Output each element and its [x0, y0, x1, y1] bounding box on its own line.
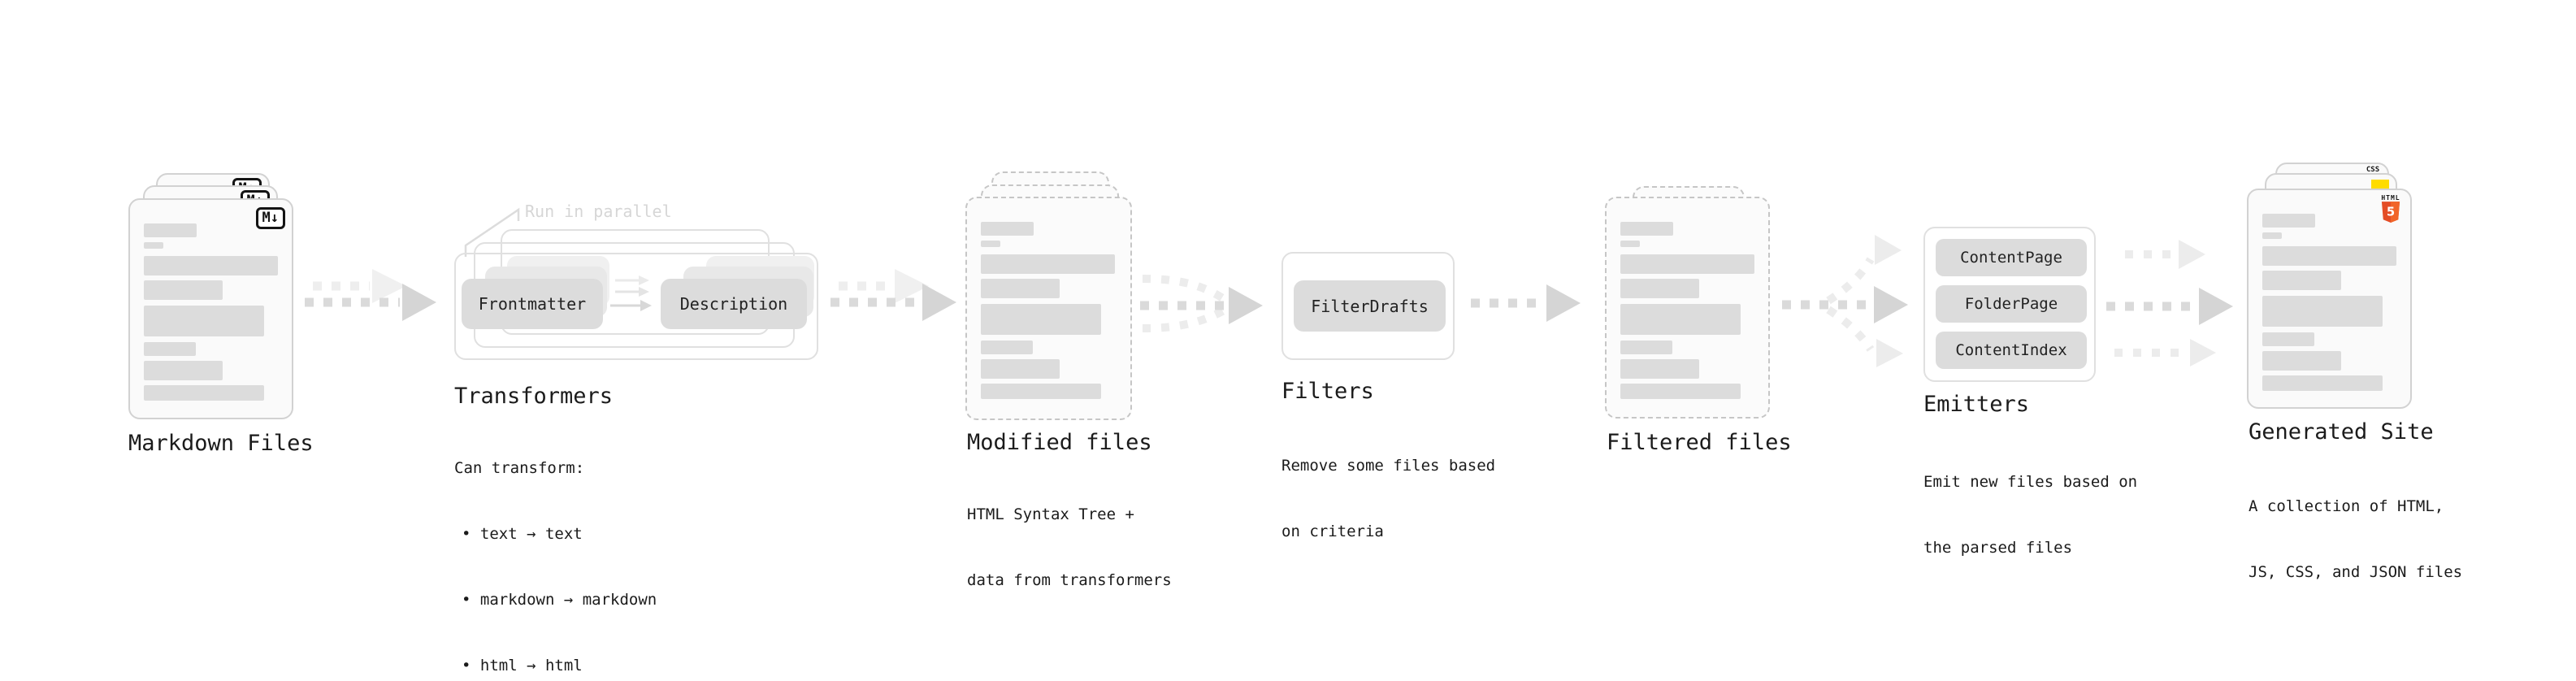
text-line-placeholder — [144, 242, 163, 249]
markdown-files-stack: M↓ M↓ M↓ — [128, 163, 321, 419]
text-line-placeholder — [144, 306, 264, 336]
text-line-placeholder — [144, 342, 196, 356]
text-line-placeholder — [981, 359, 1060, 379]
text-line-placeholder — [1620, 359, 1699, 379]
text-line-placeholder — [1620, 222, 1673, 236]
markdown-icon: M↓ — [255, 207, 285, 229]
emitter-pill-contentindex: ContentIndex — [1936, 332, 2087, 369]
stage-desc-emitters: Emit new files based on the parsed files — [1923, 427, 2137, 603]
text-line-placeholder — [1620, 254, 1754, 274]
emitter-pill-folderpage: FolderPage — [1936, 285, 2087, 323]
text-line-placeholder — [144, 223, 197, 237]
html5-label-text: HTML — [2381, 194, 2400, 202]
desc-line: JS, CSS, and JSON files — [2249, 563, 2463, 581]
html5-icon: HTML 5 — [2379, 194, 2402, 228]
desc-line: • html → html — [462, 657, 583, 674]
text-line-placeholder — [2262, 332, 2314, 346]
stage-desc-filters: Remove some files based on criteria — [1281, 411, 1495, 587]
text-line-placeholder — [2262, 271, 2341, 290]
desc-line: • text → text — [462, 525, 583, 543]
transformer-layer-front — [454, 253, 818, 360]
filter-pill-filterdrafts: FilterDrafts — [1294, 280, 1446, 332]
flow-arrow-transformers-to-modified — [830, 269, 956, 321]
text-line-placeholder — [2262, 232, 2282, 239]
text-line-placeholder — [981, 222, 1034, 236]
stage-label-markdown-files: Markdown Files — [128, 431, 314, 456]
desc-line: the parsed files — [1923, 539, 2073, 557]
filtered-files-stack — [1605, 186, 1798, 422]
stage-label-transformers: Transformers — [454, 384, 614, 409]
text-line-placeholder — [981, 241, 1000, 247]
modified-file-card-front — [965, 197, 1132, 420]
filters-box: FilterDrafts — [1281, 252, 1455, 360]
text-line-placeholder — [2262, 246, 2396, 266]
flow-arrow-emitters-to-generated — [2106, 240, 2233, 367]
markdown-file-card-front: M↓ — [128, 198, 293, 419]
text-line-placeholder — [2262, 375, 2383, 391]
flow-arrow-filtered-to-emitters — [1782, 235, 1908, 367]
text-line-placeholder — [1620, 304, 1741, 335]
desc-line: A collection of HTML, — [2249, 497, 2444, 515]
transformer-pill-frontmatter: Frontmatter — [462, 279, 603, 329]
parallel-arrows-icon — [610, 275, 652, 311]
run-in-parallel-annotation: Run in parallel — [525, 202, 672, 221]
text-line-placeholder — [144, 385, 264, 401]
emitters-box: ContentPage FolderPage ContentIndex — [1923, 227, 2096, 382]
modified-files-stack — [965, 171, 1158, 420]
stage-desc-transformers: Can transform: • text → text • markdown … — [454, 414, 657, 681]
stage-label-generated-site: Generated Site — [2249, 419, 2434, 445]
desc-line: Emit new files based on — [1923, 473, 2138, 491]
text-line-placeholder — [1620, 279, 1699, 298]
transformer-pill-description: Description — [661, 279, 807, 329]
text-line-placeholder — [2262, 296, 2383, 327]
text-line-placeholder — [981, 279, 1060, 298]
text-line-placeholder — [1620, 384, 1741, 399]
desc-line: HTML Syntax Tree + — [967, 505, 1134, 523]
text-line-placeholder — [981, 384, 1101, 399]
desc-line: on criteria — [1281, 523, 1384, 540]
text-line-placeholder — [1620, 340, 1672, 354]
text-line-placeholder — [144, 361, 223, 380]
generated-site-stack: CSS HTML 5 — [2247, 163, 2439, 409]
stage-desc-modified-files: HTML Syntax Tree + data from transformer… — [967, 460, 1172, 635]
stage-label-modified-files: Modified files — [967, 430, 1152, 455]
desc-line: • markdown → markdown — [462, 591, 657, 609]
stage-label-filtered-files: Filtered files — [1607, 430, 1792, 455]
js-badge-icon — [2371, 180, 2389, 189]
text-line-placeholder — [981, 254, 1115, 274]
flow-arrow-modified-to-filters — [1140, 275, 1263, 332]
generated-file-card-html: HTML 5 — [2247, 189, 2412, 409]
flow-arrow-filters-to-filtered — [1471, 284, 1581, 322]
svg-text:5: 5 — [2387, 206, 2395, 219]
emitter-pill-contentpage: ContentPage — [1936, 239, 2087, 276]
text-line-placeholder — [981, 340, 1033, 354]
filtered-file-card-front — [1605, 197, 1770, 419]
text-line-placeholder — [2262, 214, 2315, 228]
run-in-parallel-leader-line — [464, 207, 520, 257]
desc-line: Remove some files based — [1281, 457, 1496, 475]
stage-label-emitters: Emitters — [1923, 392, 2030, 417]
text-line-placeholder — [1620, 241, 1640, 247]
stage-label-filters: Filters — [1281, 379, 1374, 404]
text-line-placeholder — [981, 304, 1101, 335]
desc-line: data from transformers — [967, 571, 1172, 589]
flow-arrow-markdown-to-transformers — [305, 269, 436, 321]
text-line-placeholder — [2262, 351, 2341, 371]
html5-shield: 5 — [2381, 202, 2400, 223]
stage-desc-generated-site: A collection of HTML, JS, CSS, and JSON … — [2249, 452, 2462, 627]
css-badge-text: CSS — [2366, 166, 2380, 174]
text-line-placeholder — [144, 280, 223, 300]
desc-line: Can transform: — [454, 459, 585, 477]
transformers-group: Frontmatter Description — [454, 229, 818, 360]
text-line-placeholder — [144, 256, 278, 275]
